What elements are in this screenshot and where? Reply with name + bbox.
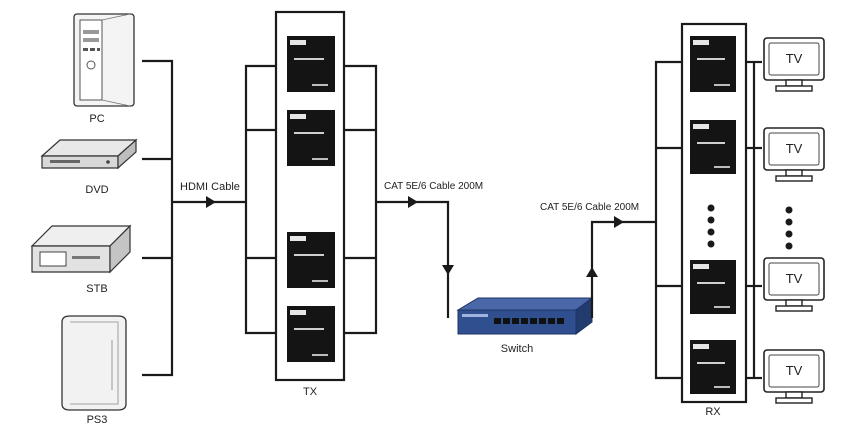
rx-unit [690,36,736,92]
tv-label: TV [786,141,803,156]
rx-unit [690,120,736,174]
rx-ellipsis [707,204,715,248]
tv-icon [763,257,825,312]
dvd-player-icon [40,138,138,170]
set-top-box-icon [30,224,132,274]
rx-unit [690,340,736,394]
tv-label: TV [786,51,803,66]
rx-label: RX [705,406,721,418]
tv-icon [763,37,825,92]
tv-output-bus [746,60,762,380]
tx-unit [287,36,335,92]
switch-label: Switch [501,343,533,355]
tv-icon [763,127,825,182]
rx-unit [690,260,736,314]
hdmi-cable-label: HDMI Cable [180,181,240,193]
source-label-pc: PC [89,113,104,125]
tx-output-bus [344,64,454,335]
source-label-stb: STB [86,283,107,295]
tv-label: TV [786,363,803,378]
tx-unit [287,232,335,288]
tv-label: TV [786,271,803,286]
cat-cable-label-right: CAT 5E/6 Cable 200M [540,202,639,213]
cat-cable-label-left: CAT 5E/6 Cable 200M [384,181,483,192]
hdmi-bus [142,59,276,377]
tx-rack [274,10,346,382]
source-label-ps3: PS3 [87,414,108,426]
network-switch-icon [456,297,594,335]
tv-icon [763,349,825,404]
tx-unit [287,110,335,166]
tx-unit [287,306,335,362]
tv-ellipsis [785,206,793,250]
rx-input-bus [586,60,682,380]
tx-label: TX [303,386,318,398]
rx-rack [680,22,748,404]
source-label-dvd: DVD [85,184,108,196]
game-console-icon [61,315,127,411]
pc-tower-icon [73,13,135,107]
